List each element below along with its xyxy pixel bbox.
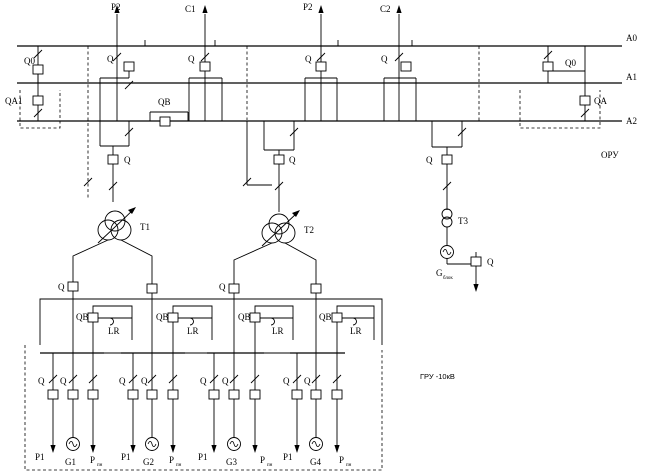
svg-text:Q: Q [426,155,433,165]
switchgear-label: ГРУ -10кВ [420,372,455,381]
svg-text:P: P [169,455,174,465]
bus-a2-label: A2 [626,116,637,126]
svg-text:G4: G4 [310,457,321,467]
bypass-q0-left: Q0 QA1 [5,46,44,121]
svg-text:Q: Q [119,376,126,386]
svg-text:LR: LR [350,326,362,336]
svg-text:Q: Q [304,376,311,386]
svg-text:P1: P1 [121,452,131,462]
svg-text:блок: блок [443,276,453,281]
svg-text:Q: Q [200,376,207,386]
switchyard-ory: A0 A1 A2 Q0 QA1 Q0 [5,2,637,212]
transformer-t1: T1 [72,207,153,289]
svg-text:QB: QB [238,312,251,322]
bay-t2: Q [242,121,299,212]
svg-text:пн: пн [267,463,273,468]
svg-text:P2: P2 [111,2,121,12]
line-p2-left: P2 Q [99,2,146,121]
section-qb-lr-1: QB LR [76,305,133,353]
svg-text:QB: QB [76,312,89,322]
svg-text:пн: пн [346,463,352,468]
svg-text:C1: C1 [185,4,196,14]
bay-t3: Q [426,121,467,210]
bus-a0-label: A0 [626,33,637,43]
switchgear-gry: Q Q QB LR QB LR [24,281,455,471]
svg-text:QB: QB [319,312,332,322]
svg-text:QB: QB [156,312,169,322]
svg-text:Q: Q [219,282,226,292]
section-qb-lr-2: QB LR [156,305,213,353]
svg-text:P2: P2 [303,2,313,12]
svg-text:QA: QA [594,96,607,106]
svg-text:Q: Q [141,376,148,386]
section-qb-lr-3: QB LR [238,305,294,353]
svg-text:C2: C2 [380,4,391,14]
svg-text:пн: пн [97,463,103,468]
transformer-t3: T3 G блок Q [436,208,494,292]
svg-text:Q: Q [305,54,312,64]
svg-text:Q: Q [107,54,114,64]
svg-text:LR: LR [272,326,284,336]
svg-text:Q: Q [381,54,388,64]
bay-t1: Q [83,121,134,202]
svg-text:G2: G2 [143,457,154,467]
svg-text:G1: G1 [65,457,76,467]
svg-text:T1: T1 [140,222,150,232]
svg-text:T3: T3 [458,216,468,226]
svg-text:Q: Q [124,155,131,165]
svg-text:T2: T2 [304,225,314,235]
line-c2: C2 Q [380,4,417,121]
svg-text:P: P [90,455,95,465]
svg-text:P1: P1 [198,452,208,462]
bus-coupler-qb: QB [149,97,189,127]
svg-text:Q0: Q0 [24,56,35,66]
svg-text:Q0: Q0 [565,58,576,68]
svg-text:LR: LR [108,326,120,336]
svg-text:QA1: QA1 [5,96,23,106]
svg-text:P1: P1 [35,452,45,462]
svg-text:QB: QB [158,97,171,107]
svg-text:P: P [339,455,344,465]
section-qb-lr-4: QB LR [319,305,375,353]
gry-incomer-breakers: Q Q [58,281,322,353]
svg-text:Q: Q [38,376,45,386]
line-p2-right: P2 Q [303,2,339,121]
bypass-q0-right: Q0 QA [542,46,607,121]
svg-text:G3: G3 [226,457,237,467]
bus-a1-label: A1 [626,72,637,82]
svg-text:G: G [436,268,443,278]
svg-text:пн: пн [176,463,182,468]
svg-text:Q: Q [283,376,290,386]
svg-text:Q: Q [188,54,195,64]
transformer-t2: T2 [233,210,317,289]
gry-section-g1: Q P1 Q G1 P пн [35,353,103,468]
switchyard-label: ОРУ [601,150,619,160]
svg-text:Q: Q [487,257,494,267]
svg-text:LR: LR [187,326,199,336]
svg-text:Q: Q [289,155,296,165]
svg-text:Q: Q [222,376,229,386]
line-c1: C1 Q [185,4,223,121]
svg-text:Q: Q [58,282,65,292]
gry-section-g4: Q P1 Q G4 P пн [283,353,352,468]
gry-section-g3: Q P1 Q G3 P пн [198,353,273,468]
svg-text:P: P [260,455,265,465]
svg-text:P1: P1 [283,452,293,462]
gry-section-g2: Q P1 Q G2 P пн [119,353,182,468]
svg-text:Q: Q [60,376,67,386]
